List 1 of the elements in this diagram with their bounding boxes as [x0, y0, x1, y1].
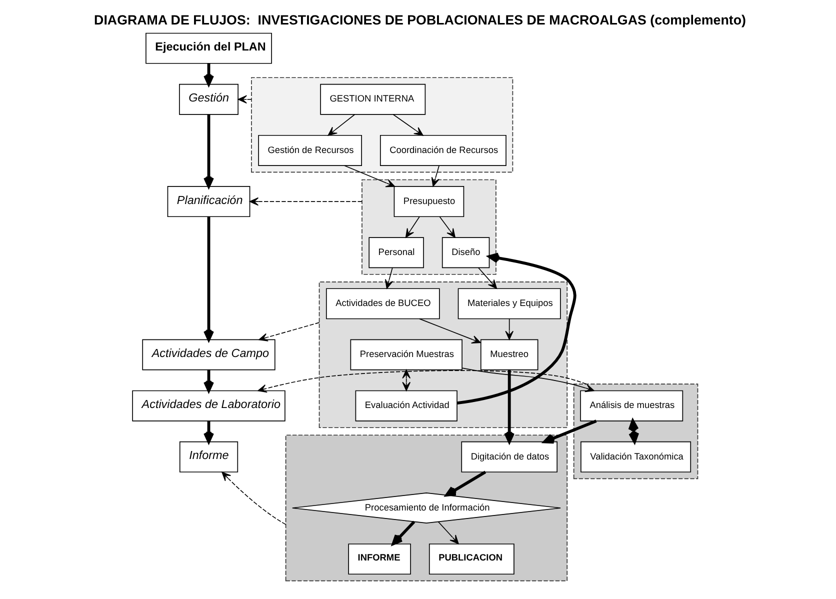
- diagram-title: DIAGRAMA DE FLUJOS: INVESTIGACIONES DE POBLACIONALES DE MACROALGAS (complemento): [94, 12, 746, 28]
